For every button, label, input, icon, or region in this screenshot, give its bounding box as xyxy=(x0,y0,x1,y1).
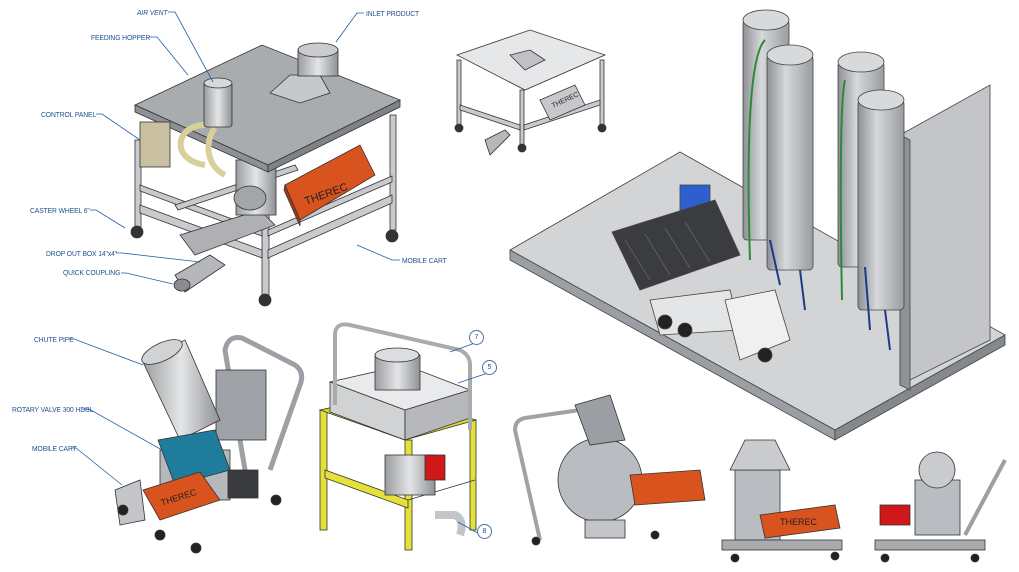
rotary-valve-cart: THEREC xyxy=(114,335,305,554)
label-quick-coupling: QUICK COUPLING xyxy=(63,268,121,277)
small-hopper-cart: THEREC xyxy=(454,29,607,156)
brand-logo-4: THEREC xyxy=(780,517,818,527)
label-mobile-cart: MOBILE CART xyxy=(402,256,447,265)
label-mobile-cart-2: MOBILE CART xyxy=(32,444,77,453)
label-air-vent: AIR VENT xyxy=(137,8,168,17)
rotary-valve-variants: THEREC xyxy=(512,394,1007,563)
callout-7: 7 xyxy=(469,330,484,345)
label-rotary-valve: ROTARY VALVE 300 HDBL xyxy=(12,405,94,414)
feeding-hopper-cart: THEREC xyxy=(130,42,401,307)
callout-8: 8 xyxy=(477,524,492,539)
yellow-frame-hopper xyxy=(318,322,478,551)
label-control-panel: CONTROL PANEL xyxy=(41,110,97,119)
label-chute-pipe: CHUTE PIPE xyxy=(34,335,74,344)
label-inlet-product: INLET PRODUCT xyxy=(366,9,420,18)
label-feeding-hopper: FEEDING HOPPER xyxy=(91,33,151,42)
label-drop-out-box: DROP OUT BOX 14"x4" xyxy=(46,249,118,258)
callout-5: 5 xyxy=(482,360,497,375)
silo-plant-layout xyxy=(509,9,1006,441)
label-caster-wheel: CASTER WHEEL 6" xyxy=(30,206,90,215)
